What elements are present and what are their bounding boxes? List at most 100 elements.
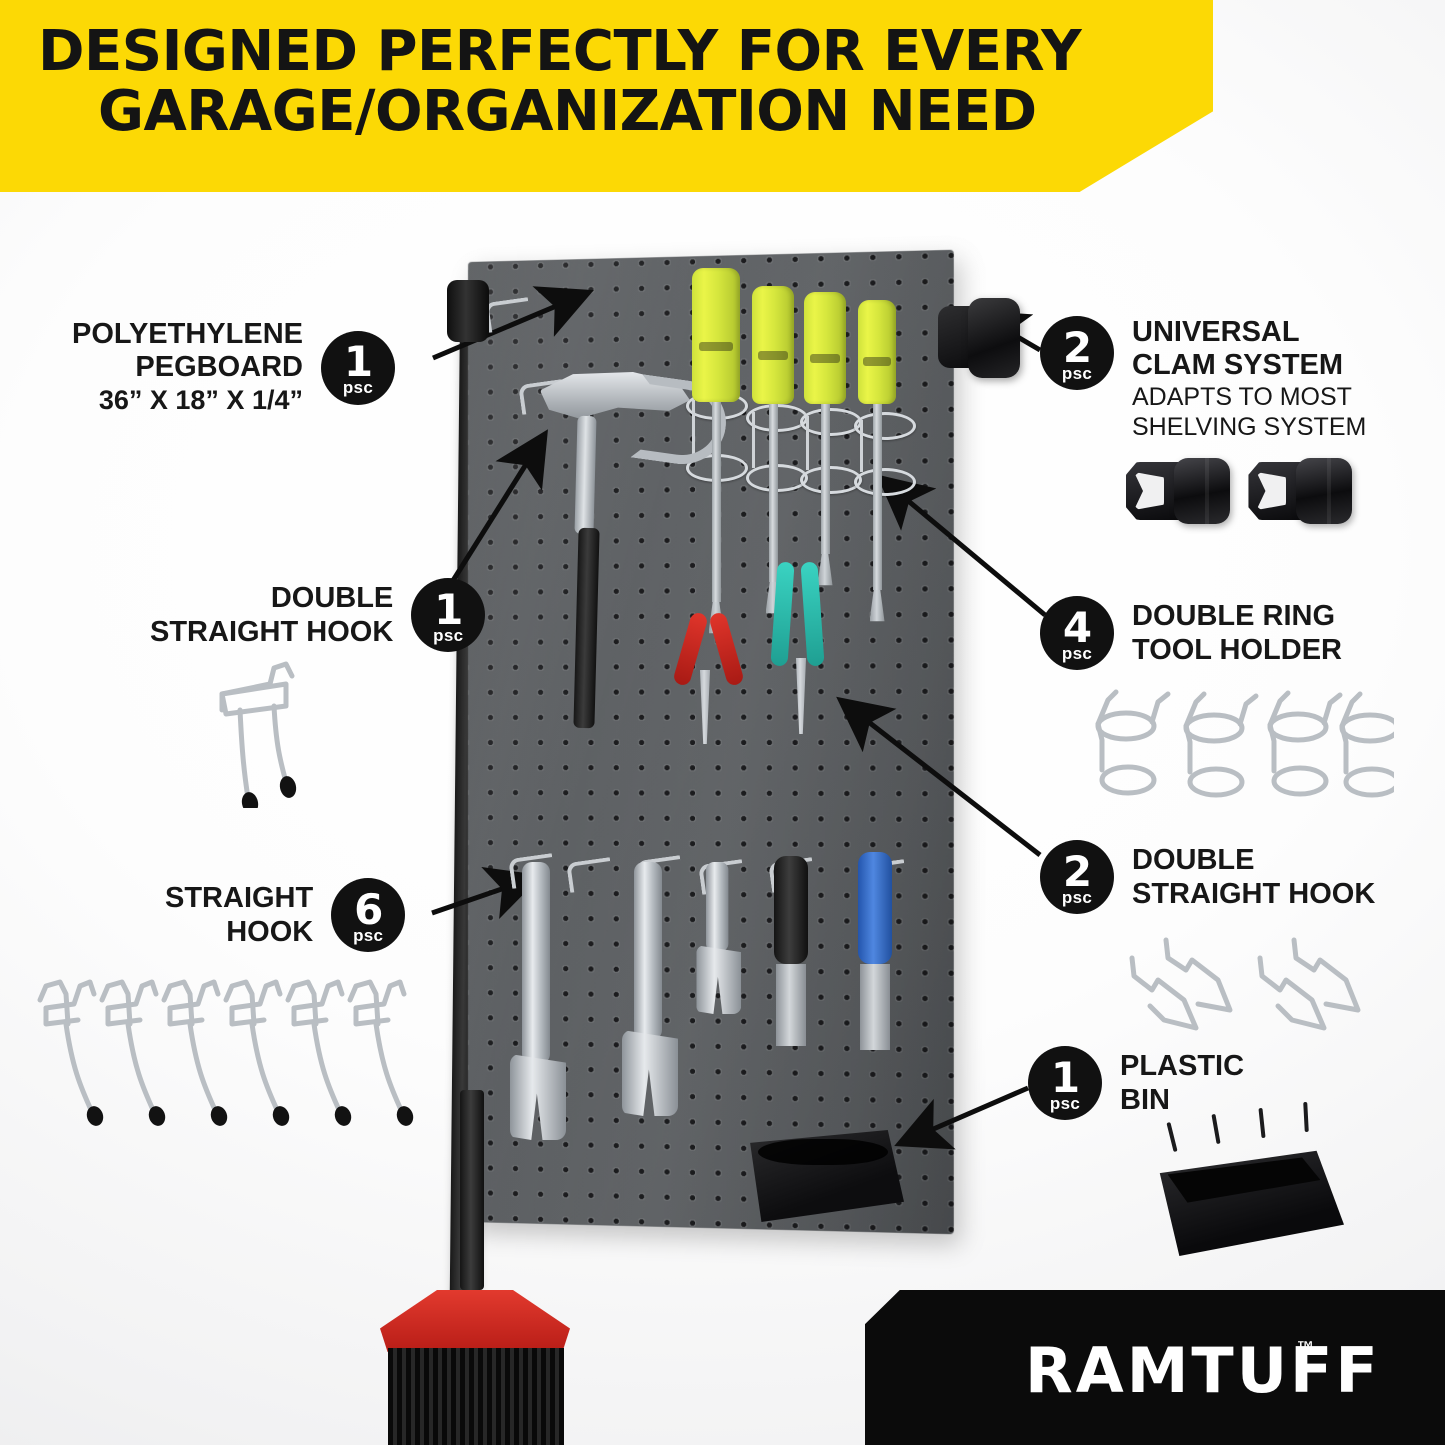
callout-title-line-1: PLASTIC: [1120, 1049, 1244, 1083]
trademark-symbol: ™: [1297, 1338, 1314, 1358]
scraper-handle: [774, 856, 808, 964]
callout-title-line-1: UNIVERSAL: [1132, 316, 1366, 349]
scraper-blade: [776, 964, 806, 1046]
badge-unit: psc: [433, 627, 463, 644]
screwdriver: [858, 300, 896, 630]
callout-double-ring-tool-holder: 4 psc DOUBLE RING TOOL HOLDER: [1040, 596, 1342, 670]
screwdriver-shaft: [873, 404, 882, 590]
callout-title-line-2: HOOK: [165, 915, 313, 949]
screwdriver-handle: [858, 300, 896, 404]
callout-double-straight-hook-left: DOUBLE STRAIGHT HOOK 1 psc: [150, 578, 485, 652]
callout-plastic-bin: 1 psc PLASTIC BIN: [1028, 1046, 1244, 1120]
callout-title-line-1: POLYETHYLENE: [72, 318, 303, 351]
plier-handle-right: [708, 611, 745, 687]
quantity-badge: 1 psc: [411, 578, 485, 652]
badge-count: 1: [1051, 1057, 1079, 1099]
putty-scraper-black: [774, 856, 808, 1046]
scraper-handle: [858, 852, 892, 964]
badge-count: 2: [1063, 327, 1091, 369]
callout-text: STRAIGHT HOOK: [165, 881, 313, 949]
quantity-badge: 6 psc: [331, 878, 405, 952]
callout-text: DOUBLE RING TOOL HOLDER: [1132, 599, 1342, 667]
callout-text: DOUBLE STRAIGHT HOOK: [150, 581, 393, 649]
callout-title-line-1: DOUBLE: [1132, 843, 1375, 877]
callout-text: POLYETHYLENE PEGBOARD 36” X 18” X 1/4”: [72, 318, 303, 417]
double-ring-tool-holder: [1098, 692, 1168, 793]
wrench-shank: [634, 862, 662, 1040]
callout-title-line-1: DOUBLE: [150, 581, 393, 615]
badge-unit: psc: [1050, 1095, 1080, 1112]
badge-count: 2: [1063, 851, 1091, 893]
badge-count: 4: [1063, 607, 1091, 649]
badge-unit: psc: [353, 927, 383, 944]
double-ring-tool-holder: [1342, 694, 1394, 795]
putty-scraper-blue: [858, 852, 892, 1050]
screwdriver-handle: [804, 292, 846, 404]
needle-nose-pliers: [680, 612, 740, 742]
screwdriver-handle: [752, 286, 794, 404]
brand-name: RAMTUFF: [1025, 1334, 1381, 1407]
hammer-handle-upper: [574, 416, 596, 534]
callout-pegboard: POLYETHYLENE PEGBOARD 36” X 18” X 1/4” 1…: [72, 318, 395, 417]
callout-title-line-2: STRAIGHT HOOK: [150, 615, 393, 649]
double-straight-hook: [1132, 940, 1230, 1028]
scraper-blade: [860, 964, 890, 1050]
product-double-ring-tool-holder-set: [1082, 684, 1394, 802]
callout-dimension: 36” X 18” X 1/4”: [72, 384, 303, 417]
plier-handle-right: [800, 562, 824, 667]
brand-logo-box: RAMTUFF ™: [865, 1290, 1445, 1445]
clam-unit: [1126, 452, 1230, 530]
plier-nose: [696, 670, 714, 744]
quantity-badge: 1 psc: [1028, 1046, 1102, 1120]
badge-count: 6: [354, 889, 382, 931]
product-clam-system-set: [1126, 452, 1352, 535]
badge-unit: psc: [343, 379, 373, 396]
screwdriver-handle: [692, 268, 740, 402]
callout-title-line-2: CLAM SYSTEM: [1132, 349, 1366, 382]
screwdriver-tip: [870, 590, 885, 630]
callout-straight-hook: STRAIGHT HOOK 6 psc: [165, 878, 405, 952]
broom-bristles: [388, 1348, 564, 1445]
quantity-badge: 1 psc: [321, 331, 395, 405]
post-clam-icon: [447, 280, 489, 342]
clam-right-icon: [938, 290, 1020, 386]
clam-body: [1174, 458, 1230, 524]
callout-subtitle-line-2: SHELVING SYSTEM: [1132, 412, 1366, 442]
screwdriver: [804, 292, 846, 594]
plier-handle-left: [770, 562, 794, 667]
callout-double-straight-hook-right: 2 psc DOUBLE STRAIGHT HOOK: [1040, 840, 1375, 914]
straight-hook: [40, 982, 106, 1128]
screwdriver-shaft: [769, 404, 778, 582]
bin-body: [1148, 1144, 1344, 1256]
screwdriver-shaft: [821, 404, 830, 554]
double-ring-tool-holder: [1186, 694, 1256, 795]
combination-pliers: [772, 562, 834, 722]
callout-text: PLASTIC BIN: [1120, 1049, 1244, 1117]
product-double-straight-hook-right-set: [1122, 932, 1374, 1044]
straight-hook: [164, 982, 230, 1128]
callout-universal-clam-system: 2 psc UNIVERSAL CLAM SYSTEM ADAPTS TO MO…: [1040, 316, 1366, 442]
double-ring-tool-holder: [1270, 693, 1340, 794]
badge-count: 1: [434, 589, 462, 631]
adjustable-wrench: [706, 862, 728, 952]
clam-body: [968, 298, 1020, 378]
callout-title-line-1: STRAIGHT: [165, 881, 313, 915]
quantity-badge: 2 psc: [1040, 316, 1114, 390]
straight-hook: [102, 982, 168, 1128]
straight-hook: [288, 982, 354, 1128]
double-straight-hook: [1260, 940, 1358, 1028]
hook-icon: [484, 297, 532, 333]
screwdriver: [692, 268, 740, 642]
product-double-straight-hook-left: [200, 648, 370, 808]
product-plastic-bin: [1148, 1144, 1344, 1256]
wrench-shank: [706, 862, 728, 952]
badge-unit: psc: [1062, 645, 1092, 662]
badge-unit: psc: [1062, 889, 1092, 906]
product-straight-hook-set: [32, 960, 430, 1132]
callout-text: UNIVERSAL CLAM SYSTEM ADAPTS TO MOST SHE…: [1132, 316, 1366, 442]
straight-hook: [226, 982, 292, 1128]
callout-title-line-2: PEGBOARD: [72, 351, 303, 384]
broom-handle: [460, 1090, 484, 1290]
adjustable-wrench: [522, 862, 550, 1064]
